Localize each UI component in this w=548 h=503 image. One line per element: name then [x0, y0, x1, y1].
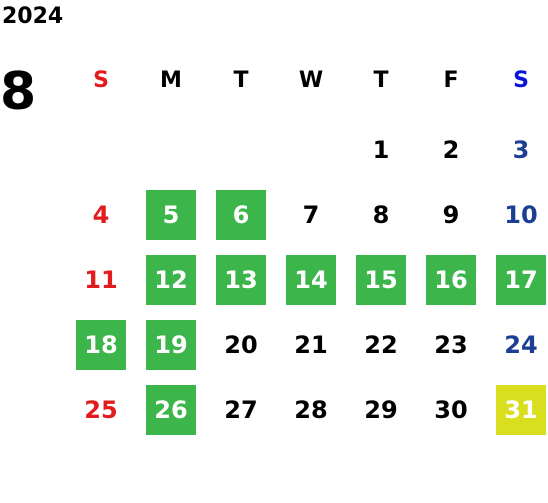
day-cell[interactable]: 26 — [146, 385, 196, 435]
day-cell[interactable]: 12 — [146, 255, 196, 305]
day-cell[interactable]: 23 — [434, 331, 468, 359]
day-cell[interactable]: 5 — [146, 190, 196, 240]
weekday-header: T — [373, 67, 389, 93]
weekday-header: S — [93, 67, 109, 93]
day-cell[interactable]: 15 — [356, 255, 406, 305]
day-cell[interactable]: 1 — [372, 136, 390, 164]
day-cell[interactable]: 31 — [496, 385, 546, 435]
day-cell[interactable]: 17 — [496, 255, 546, 305]
day-cell[interactable]: 20 — [224, 331, 258, 359]
weekday-header: F — [443, 67, 459, 93]
day-cell[interactable]: 18 — [76, 320, 126, 370]
day-cell[interactable]: 4 — [92, 201, 110, 229]
weekday-header: W — [298, 67, 324, 93]
day-cell[interactable]: 3 — [512, 136, 530, 164]
day-cell[interactable]: 14 — [286, 255, 336, 305]
month-label: 8 — [0, 62, 37, 122]
day-cell[interactable]: 11 — [84, 266, 118, 294]
day-cell[interactable]: 7 — [302, 201, 320, 229]
day-cell[interactable]: 9 — [442, 201, 460, 229]
day-cell[interactable]: 8 — [372, 201, 390, 229]
day-cell[interactable]: 30 — [434, 396, 468, 424]
weekday-header: T — [233, 67, 249, 93]
day-cell[interactable]: 10 — [504, 201, 538, 229]
year-label: 2024 — [2, 4, 64, 29]
day-cell[interactable]: 25 — [84, 396, 118, 424]
day-cell[interactable]: 21 — [294, 331, 328, 359]
day-cell[interactable]: 24 — [504, 331, 538, 359]
day-cell[interactable]: 22 — [364, 331, 398, 359]
day-cell[interactable]: 13 — [216, 255, 266, 305]
weekday-header: M — [160, 67, 182, 93]
day-cell[interactable]: 28 — [294, 396, 328, 424]
weekday-header: S — [513, 67, 529, 93]
day-cell[interactable]: 29 — [364, 396, 398, 424]
day-cell[interactable]: 19 — [146, 320, 196, 370]
day-cell[interactable]: 16 — [426, 255, 476, 305]
day-cell[interactable]: 2 — [442, 136, 460, 164]
day-cell[interactable]: 6 — [216, 190, 266, 240]
day-cell[interactable]: 27 — [224, 396, 258, 424]
